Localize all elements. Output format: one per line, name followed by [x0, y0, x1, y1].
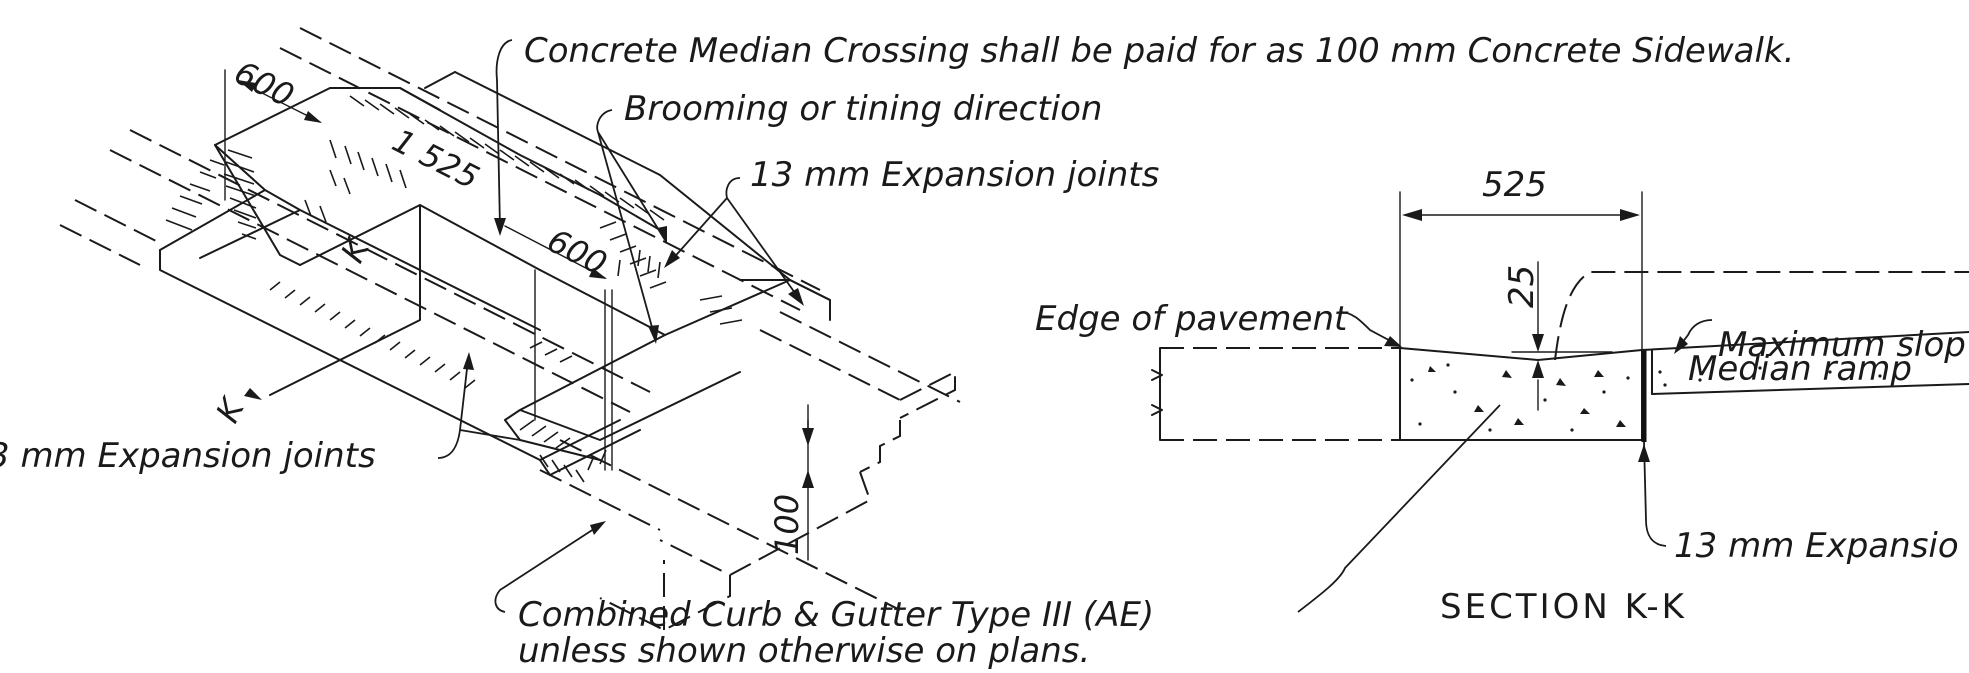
road-dash-line	[759, 329, 901, 401]
curb-profile-right	[899, 370, 956, 419]
dim-600-mid: 600	[541, 221, 613, 283]
expansion-joints-top-label: 13 mm Expansion joints	[750, 155, 1159, 195]
leader-arrow	[648, 325, 659, 344]
road-dash-line	[129, 129, 651, 393]
leader-arrow	[664, 250, 680, 268]
concrete-aggregate	[1410, 363, 1882, 432]
crossing-outline	[214, 144, 301, 266]
concrete-section	[1399, 347, 1643, 441]
crossing-outline	[424, 71, 456, 89]
dim-line	[504, 225, 606, 279]
curb-edge	[199, 209, 541, 331]
dim-1525: 1 525	[386, 121, 485, 196]
leader-arrow	[657, 226, 667, 244]
leader-payment-note	[495, 39, 513, 229]
leader-arrow	[1384, 336, 1402, 347]
leader-expansion-top	[669, 197, 728, 263]
road-dash-line	[299, 27, 821, 291]
section-arrow	[244, 388, 262, 400]
curb-edge	[539, 419, 621, 461]
dim-600-top: 600	[228, 53, 300, 115]
leader-max-slope	[1677, 319, 1713, 349]
leader-arrow	[590, 521, 606, 535]
break-mark	[1151, 369, 1163, 381]
median-ramp-label: Median ramp	[1688, 349, 1912, 389]
expansion-joint-section-label: 13 mm Expansio	[1674, 526, 1959, 566]
leader-expansion-top	[726, 197, 801, 301]
leader-brooming	[596, 109, 613, 133]
crossing-outline	[504, 334, 666, 421]
leader-brooming	[597, 131, 656, 339]
leader-curb-section	[1297, 404, 1501, 613]
dim-arrow	[1532, 334, 1544, 352]
leader-arrow	[494, 218, 506, 236]
dim-arrow	[802, 428, 814, 446]
road-dash-line	[539, 469, 661, 531]
concrete-top-surface	[1399, 347, 1643, 361]
road-dash-line	[559, 439, 901, 611]
median-ramp-bottom	[1651, 383, 1969, 395]
expansion-joints-left-label: 3 mm Expansion joints	[0, 436, 376, 476]
leader-arrow	[1638, 444, 1650, 462]
road-dash-line	[279, 47, 801, 311]
leader-curb	[494, 524, 601, 613]
leader-expansion-section	[1643, 441, 1667, 547]
section-title: SECTION K-K	[1440, 587, 1687, 627]
leader-arrow	[463, 352, 474, 370]
road-dash-line	[779, 311, 961, 403]
curb-profile-right	[859, 420, 901, 473]
crossing-outline	[659, 174, 791, 281]
road-dash-line	[74, 199, 161, 244]
dim-100: 100	[768, 494, 806, 555]
crossing-outline	[789, 279, 831, 321]
dim-arrow	[304, 111, 322, 123]
crossing-outline	[519, 371, 741, 441]
curb-gutter-label-line2: unless shown otherwise on plans.	[518, 631, 1090, 671]
dim-arrow	[802, 470, 814, 488]
brooming-direction-label: Brooming or tining direction	[624, 89, 1102, 129]
curb-edge	[549, 429, 641, 476]
median-ramp-top	[1641, 331, 1969, 351]
road-dash-line	[59, 224, 141, 266]
dim-25-label: 25	[1502, 265, 1542, 308]
crossing-outline	[399, 87, 661, 231]
leader-expansion-left	[459, 429, 521, 441]
leader-arrow	[1674, 336, 1688, 354]
curb-profile-right	[659, 471, 872, 577]
ramp-hatch	[165, 95, 743, 483]
curb-profile-right	[599, 575, 731, 632]
edge-of-pavement-label: Edge of pavement	[1035, 299, 1349, 339]
dim-arrow	[589, 268, 607, 279]
leader-expansion-top	[725, 177, 741, 199]
leader-arrow	[788, 288, 804, 306]
dim-arrow	[1402, 209, 1422, 221]
break-mark	[1151, 404, 1163, 416]
dim-arrow	[1620, 209, 1640, 221]
crossing-outline	[454, 71, 661, 176]
leader-brooming	[597, 131, 666, 241]
road-dash-line	[109, 149, 631, 413]
dim-arrow	[238, 80, 256, 92]
payment-note-label: Concrete Median Crossing shall be paid f…	[524, 31, 1794, 71]
leader-edge-pavement	[1339, 311, 1399, 346]
leader-expansion-left	[437, 359, 469, 459]
curb-edge	[159, 249, 551, 476]
section-cut-line	[269, 204, 421, 396]
curb-gutter-label-line1: Combined Curb & Gutter Type III (AE)	[518, 595, 1154, 635]
dim-525-label: 525	[1482, 165, 1547, 205]
dim-arrow	[1532, 360, 1544, 378]
section-k-k-view: 525 25	[1035, 165, 1969, 627]
hidden-ramp-outline	[1554, 271, 1969, 361]
maximum-slope-label: Maximum slop	[1718, 325, 1966, 365]
